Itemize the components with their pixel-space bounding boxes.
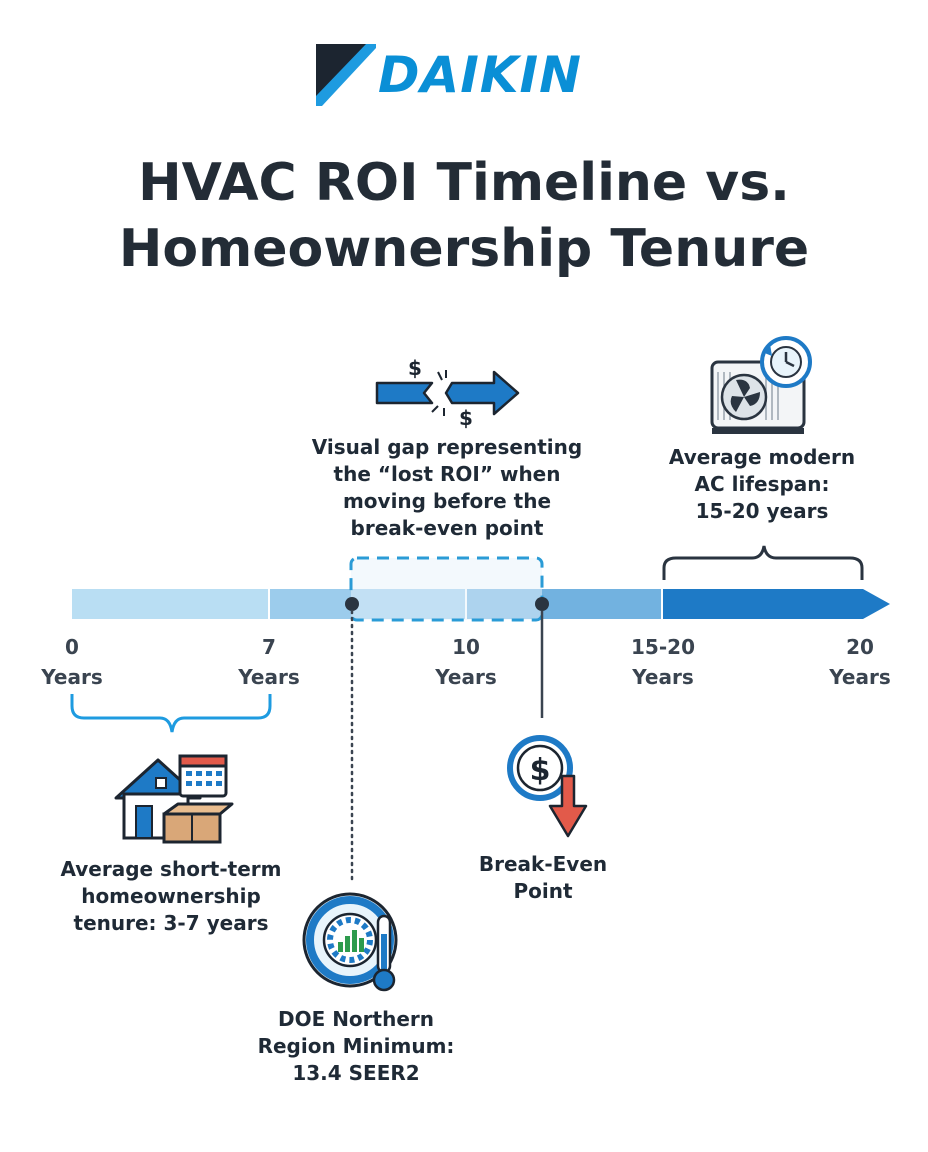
dollar-symbol: $ <box>530 753 551 788</box>
ac-unit-clock-icon <box>710 336 812 434</box>
doe-label: DOE Northern Region Minimum: 13.4 SEER2 <box>257 1007 455 1085</box>
house-calendar-boxes-icon <box>114 754 234 844</box>
timeline-segment-0-7 <box>72 589 268 619</box>
title-line-1: HVAC ROI Timeline vs. <box>138 153 790 213</box>
broken-money-arrow-icon: $ $ <box>375 356 520 430</box>
lost-roi-label: Visual gap representing the “lost ROI” w… <box>311 435 583 540</box>
dollar-down-arrow-icon: $ <box>507 735 588 838</box>
tenure-label: Average short-term homeownership tenure:… <box>60 857 282 935</box>
tenure-bracket <box>70 694 272 733</box>
break-even-label: Break-Even Point <box>478 852 608 903</box>
brand-name: DAIKIN <box>378 46 582 104</box>
doe-seal-thermometer-icon <box>302 892 398 992</box>
tick-0: 0 Years <box>41 635 103 689</box>
lifespan-bracket <box>662 545 864 580</box>
lost-roi-gap-box <box>349 556 544 622</box>
page-title: HVAC ROI Timeline vs. Homeownership Tenu… <box>0 150 928 282</box>
tick-15-20: 15-20 Years <box>631 635 695 689</box>
daikin-logo-mark-icon <box>316 44 376 106</box>
tick-10: 10 Years <box>435 635 497 689</box>
money-dollar-2: $ <box>459 406 473 430</box>
money-dollar-1: $ <box>408 356 422 380</box>
timeline-arrowhead <box>863 589 890 619</box>
title-line-2: Homeownership Tenure <box>118 219 810 279</box>
tenure-end-dot <box>345 597 359 611</box>
tick-20: 20 Years <box>829 635 891 689</box>
tick-7: 7 Years <box>238 635 300 689</box>
timeline-segment-15-20 <box>663 589 863 619</box>
break-even-dot <box>535 597 549 611</box>
lifespan-label: Average modern AC lifespan: 15-20 years <box>668 445 856 523</box>
